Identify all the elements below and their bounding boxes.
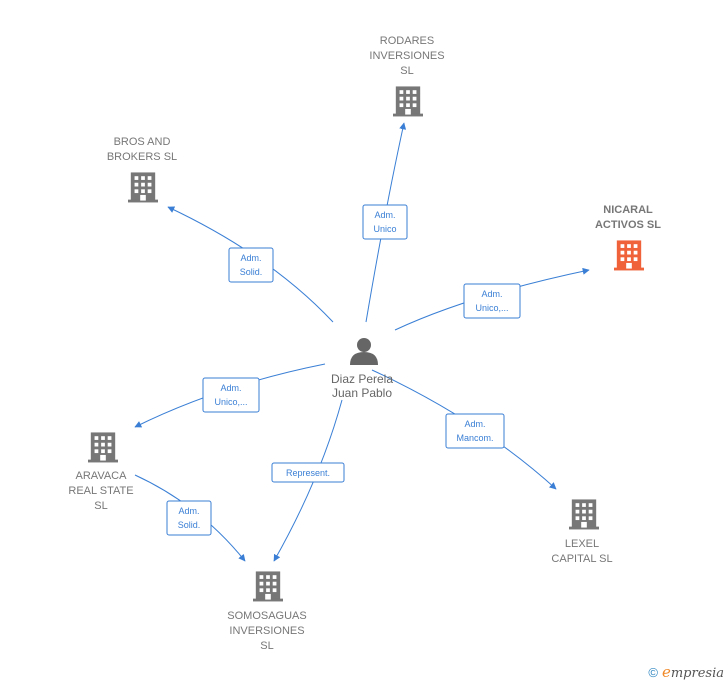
edge-label-nicaral[interactable]: Adm. Unico,... bbox=[463, 283, 521, 319]
company-label: ACTIVOS SL bbox=[595, 219, 661, 231]
edge-label-text: Unico bbox=[373, 224, 396, 234]
edge-label-text: Mancom. bbox=[456, 433, 493, 443]
edge-label-text: Unico,... bbox=[214, 397, 247, 407]
building-icon bbox=[253, 571, 283, 602]
company-label: BROS AND bbox=[114, 136, 171, 148]
person-node[interactable]: Diaz Perela Juan Pablo bbox=[331, 338, 393, 400]
edge-label-bros[interactable]: Adm. Solid. bbox=[228, 247, 274, 283]
edge-label-text: Represent. bbox=[286, 468, 330, 478]
person-icon bbox=[350, 338, 378, 365]
company-label: RODARES bbox=[380, 35, 434, 47]
edge-label-text: Solid. bbox=[178, 520, 201, 530]
edge-label-text: Adm. bbox=[240, 253, 261, 263]
building-icon bbox=[128, 172, 158, 203]
copyright-symbol: © bbox=[648, 665, 658, 680]
edge-label-text: Adm. bbox=[374, 210, 395, 220]
company-label: CAPITAL SL bbox=[551, 553, 612, 565]
person-name-line2: Juan Pablo bbox=[332, 386, 392, 400]
company-label: ARAVACA bbox=[76, 470, 128, 482]
building-icon bbox=[569, 499, 599, 530]
edge-label-lexel[interactable]: Adm. Mancom. bbox=[445, 413, 505, 449]
company-node-aravaca[interactable]: ARAVACA REAL STATE SL bbox=[68, 432, 134, 512]
edge-label-somosaguas[interactable]: Represent. bbox=[271, 462, 345, 483]
footer-brand[interactable]: ©empresia bbox=[648, 663, 724, 681]
company-label: SL bbox=[94, 500, 107, 512]
company-label: SOMOSAGUAS bbox=[227, 610, 306, 622]
edge-labels: Adm. Unico Adm. Solid. Adm. Unico,... Ad… bbox=[166, 204, 521, 536]
edge-label-text: Adm. bbox=[220, 383, 241, 393]
edge-label-aravaca[interactable]: Adm. Unico,... bbox=[202, 377, 260, 413]
company-node-nicaral[interactable]: NICARAL ACTIVOS SL bbox=[595, 204, 661, 271]
company-label: SL bbox=[400, 65, 413, 77]
company-node-lexel[interactable]: LEXEL CAPITAL SL bbox=[551, 499, 613, 565]
company-label: NICARAL bbox=[603, 204, 653, 216]
edge-label-text: Unico,... bbox=[475, 303, 508, 313]
company-label: SL bbox=[260, 640, 273, 652]
building-icon bbox=[88, 432, 118, 463]
edge-label-aravaca-somosaguas[interactable]: Adm. Solid. bbox=[166, 500, 212, 536]
brand-logo-e: e bbox=[661, 663, 671, 681]
edge-label-rodares[interactable]: Adm. Unico bbox=[362, 204, 408, 240]
building-icon bbox=[393, 86, 423, 117]
company-label: LEXEL bbox=[565, 538, 599, 550]
edge-label-text: Adm. bbox=[464, 419, 485, 429]
building-icon bbox=[614, 240, 644, 271]
brand-name: mpresia bbox=[670, 666, 724, 681]
person-name-line1: Diaz Perela bbox=[331, 372, 393, 386]
company-label: INVERSIONES bbox=[369, 50, 444, 62]
company-node-rodares[interactable]: RODARES INVERSIONES SL bbox=[369, 35, 445, 117]
edge-label-text: Solid. bbox=[240, 267, 263, 277]
company-node-bros[interactable]: BROS AND BROKERS SL bbox=[107, 136, 177, 203]
company-node-somosaguas[interactable]: SOMOSAGUAS INVERSIONES SL bbox=[227, 571, 307, 652]
company-label: INVERSIONES bbox=[229, 625, 304, 637]
company-label: BROKERS SL bbox=[107, 151, 177, 163]
company-label: REAL STATE bbox=[68, 485, 133, 497]
edge-label-text: Adm. bbox=[178, 506, 199, 516]
edge-label-text: Adm. bbox=[481, 289, 502, 299]
